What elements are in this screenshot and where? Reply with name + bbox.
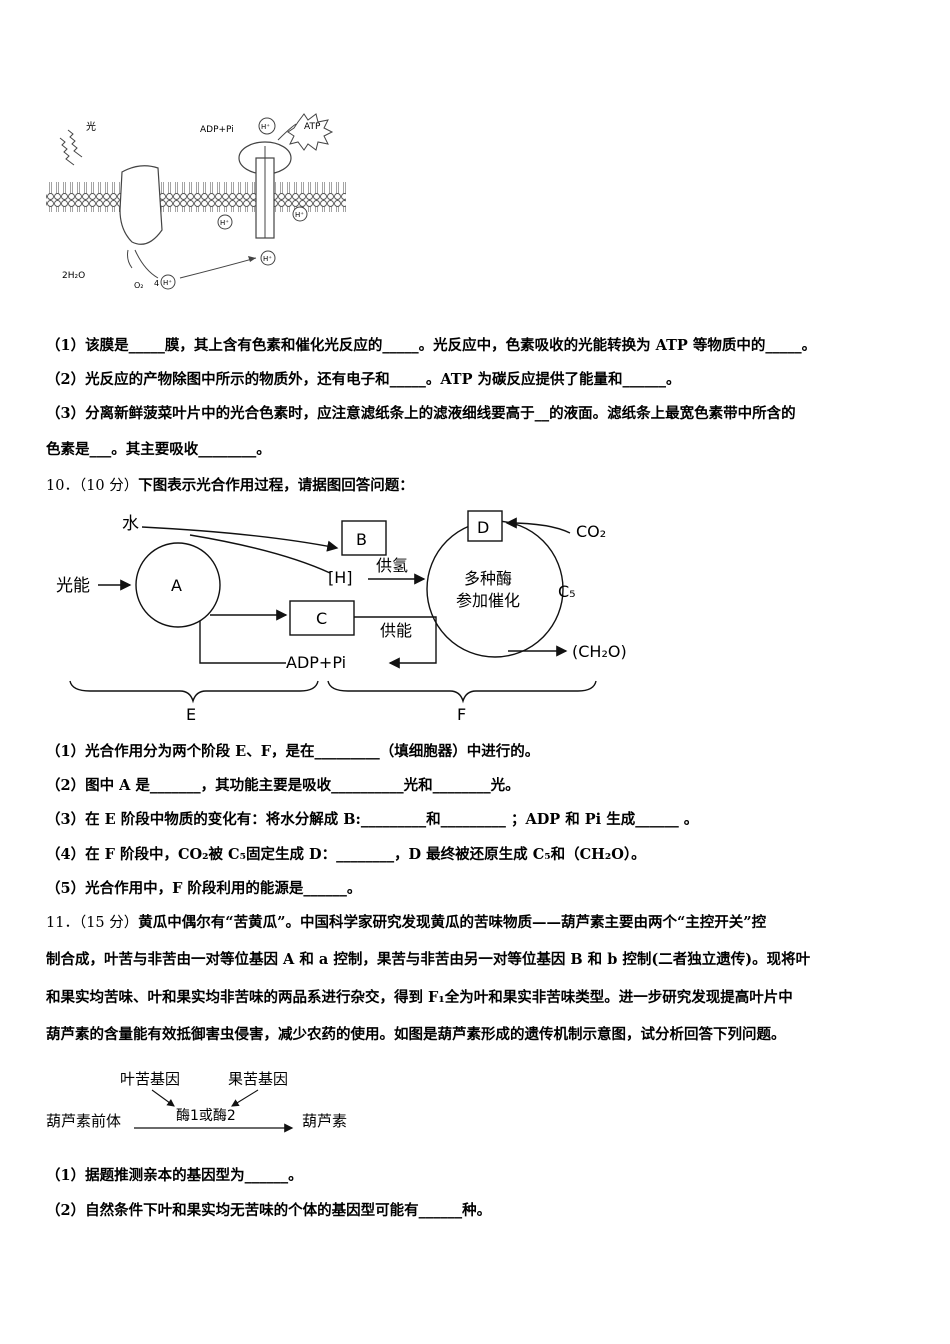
brace-f bbox=[327, 680, 597, 704]
h-label: [H] bbox=[328, 568, 353, 587]
q10-item-2: （2）图中 A 是_______，其功能主要是吸收__________光和___… bbox=[46, 777, 520, 794]
label-a: A bbox=[171, 576, 182, 595]
h-plus-label: H⁺ bbox=[261, 123, 270, 131]
atp-label: ATP bbox=[304, 122, 321, 132]
enzyme-label: 酶1或酶2 bbox=[176, 1108, 236, 1124]
label-d: D bbox=[477, 518, 489, 537]
c5-label: C₅ bbox=[558, 582, 576, 601]
question-11-header: 11．（15 分）黄瓜中偶尔有“苦黄瓜”。中国科学家研究发现黄瓜的苦味物质——葫… bbox=[46, 913, 766, 933]
light-label: 光 bbox=[86, 120, 96, 133]
brace-e bbox=[69, 680, 319, 704]
question-10-header: 10．（10 分）下图表示光合作用过程，请据图回答问题： bbox=[46, 476, 414, 496]
four-label: 4 bbox=[154, 279, 159, 288]
ch2o-label: (CH₂O) bbox=[572, 642, 627, 661]
label-e: E bbox=[186, 705, 196, 724]
enzyme-label-line2: 参加催化 bbox=[456, 591, 520, 610]
adp-pi-label: ADP+Pi bbox=[200, 125, 234, 135]
q11-item-1: （1）据题推测亲本的基因型为______。 bbox=[46, 1167, 303, 1184]
q11-stem-line-4: 葫芦素的含量能有效抵御害虫侵害，减少农药的使用。如图是葫芦素形成的遗传机制示意图… bbox=[46, 1026, 786, 1043]
precursor-label: 葫芦素前体 bbox=[46, 1112, 121, 1130]
q10-item-4: （4）在 F 阶段中，CO₂被 C₅固定生成 D：________，D 最终被还… bbox=[46, 846, 646, 863]
atp-burst bbox=[287, 113, 334, 151]
h-plus-label: H⁺ bbox=[220, 219, 229, 227]
h-plus-label: H⁺ bbox=[263, 255, 272, 263]
fruit-bitter-gene-label: 果苦基因 bbox=[228, 1070, 288, 1088]
h-plus-label: H⁺ bbox=[295, 211, 304, 219]
q11-stem-line-2: 制合成，叶苦与非苦由一对等位基因 A 和 a 控制，果苦与非苦由另一对等位基因 … bbox=[46, 951, 811, 968]
label-c: C bbox=[316, 609, 327, 628]
water-label: 水 bbox=[122, 514, 139, 534]
q10-item-5: （5）光合作用中，F 阶段利用的能源是______。 bbox=[46, 880, 362, 897]
question-score: （10 分） bbox=[78, 478, 139, 494]
label-f: F bbox=[457, 705, 466, 724]
question-number: 11． bbox=[46, 915, 79, 931]
pigment-circle-a bbox=[135, 542, 221, 628]
gene-mechanism-diagram: 叶苦基因 果苦基因 酶1或酶2 葫芦素前体 葫芦素 bbox=[46, 1070, 347, 1133]
light-energy-label: 光能 bbox=[56, 576, 90, 596]
enzyme-label-line1: 多种酶 bbox=[464, 569, 512, 588]
question-stem: 下图表示光合作用过程，请据图回答问题： bbox=[138, 477, 414, 494]
question-number: 10． bbox=[46, 478, 79, 494]
q10-item-1: （1）光合作用分为两个阶段 E、F，是在_________（填细胞器）中进行的。 bbox=[46, 743, 540, 760]
product-label: 葫芦素 bbox=[302, 1112, 347, 1130]
q9-item-2: （2）光反应的产物除图中所示的物质外，还有电子和_____。ATP 为碳反应提供… bbox=[46, 371, 681, 388]
q10-item-3: （3）在 E 阶段中物质的变化有：将水分解成 B:_________和_____… bbox=[46, 811, 699, 828]
co2-label: CO₂ bbox=[576, 522, 606, 541]
q11-item-2: （2）自然条件下叶和果实均无苦味的个体的基因型可能有______种。 bbox=[46, 1202, 492, 1219]
q9-item-3: （3）分离新鲜菠菜叶片中的光合色素时，应注意滤纸条上的滤液细线要高于__的液面。… bbox=[46, 405, 796, 422]
adp-pi-label: ADP+Pi bbox=[286, 653, 346, 672]
supply-energy-label: 供能 bbox=[380, 621, 412, 640]
box-b bbox=[341, 520, 387, 556]
q9-item-3-cont: 色素是___。其主要吸收________。 bbox=[46, 441, 271, 458]
thylakoid-membrane-figure: 光 ADP+Pi H⁺ ATP H⁺ H⁺ H⁺ H⁺ 2H₂O O₂ 4 bbox=[46, 113, 346, 290]
question-stem: 黄瓜中偶尔有“苦黄瓜”。中国科学家研究发现黄瓜的苦味物质——葫芦素主要由两个“主… bbox=[138, 914, 767, 931]
oxygen-label: O₂ bbox=[134, 281, 144, 290]
q11-stem-line-3: 和果实均苦味、叶和果实均非苦味的两品系进行杂交，得到 F₁全为叶和果实非苦味类型… bbox=[46, 989, 793, 1006]
light-arrow bbox=[59, 137, 75, 166]
question-score: （15 分） bbox=[78, 915, 139, 931]
photosystem-protein bbox=[119, 165, 163, 245]
lipid-bilayer bbox=[46, 182, 346, 212]
label-b: B bbox=[356, 530, 367, 549]
light-arrow bbox=[67, 129, 83, 158]
supply-hydrogen-label: 供氢 bbox=[376, 556, 408, 575]
photosynthesis-diagram: 水 光能 A B [H] 供氢 多种酶 参加催化 D CO₂ C₅ (CH₂O)… bbox=[56, 510, 627, 724]
box-c bbox=[289, 600, 355, 636]
h-plus-label: H⁺ bbox=[163, 279, 172, 287]
q9-item-1: （1）该膜是_____膜，其上含有色素和催化光反应的_____。光反应中，色素吸… bbox=[46, 337, 817, 354]
box-d bbox=[467, 510, 503, 542]
water-label: 2H₂O bbox=[62, 271, 85, 281]
leaf-bitter-gene-label: 叶苦基因 bbox=[120, 1070, 180, 1088]
